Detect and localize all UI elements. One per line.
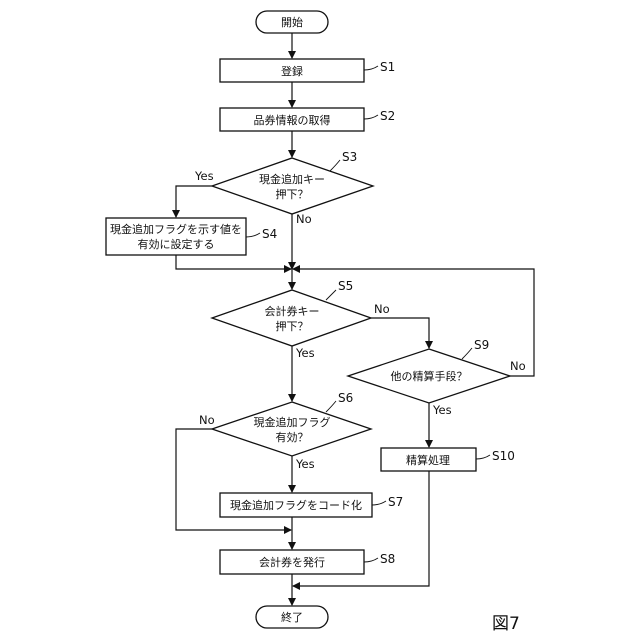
arrow-s5-no-s9 bbox=[371, 318, 429, 348]
step-s4-line1: 現金追加フラグを示す値を bbox=[110, 222, 242, 236]
decision-s9-text: 他の精算手段？ bbox=[391, 369, 468, 383]
step-s1-tag: S1 bbox=[380, 60, 395, 74]
step-s1-box: 登録 bbox=[220, 59, 364, 82]
decision-s6-line2: 有効？ bbox=[276, 430, 309, 444]
decision-s3-leader bbox=[330, 160, 340, 171]
step-s2-box: 品券情報の取得 bbox=[220, 108, 364, 131]
figure-label: 図7 bbox=[492, 614, 520, 634]
step-s8-leader bbox=[364, 558, 378, 562]
decision-s3-line2: 押下？ bbox=[276, 187, 309, 201]
end-terminal: 終了 bbox=[256, 606, 328, 628]
step-s1-leader bbox=[364, 66, 378, 70]
decision-s6-line1: 現金追加フラグ bbox=[254, 415, 331, 429]
decision-s6-tag: S6 bbox=[338, 391, 353, 405]
step-s7-text: 現金追加フラグをコード化 bbox=[230, 498, 362, 512]
step-s2-text: 品券情報の取得 bbox=[254, 113, 331, 127]
step-s2-leader bbox=[364, 115, 378, 119]
s5-no-label: No bbox=[374, 302, 390, 316]
step-s8-tag: S8 bbox=[380, 552, 395, 566]
decision-s5-tag: S5 bbox=[338, 279, 353, 293]
s5-yes-label: Yes bbox=[295, 346, 315, 360]
step-s8-text: 会計券を発行 bbox=[259, 555, 325, 569]
step-s10-box: 精算処理 bbox=[381, 448, 476, 471]
s3-yes-label: Yes bbox=[194, 169, 214, 183]
step-s4-line2: 有効に設定する bbox=[138, 237, 215, 251]
decision-s9-leader bbox=[462, 348, 472, 359]
decision-s5-line1: 会計券キー bbox=[265, 304, 320, 318]
s3-no-label: No bbox=[296, 212, 312, 226]
step-s4-leader bbox=[246, 233, 260, 237]
s9-yes-label: Yes bbox=[432, 403, 452, 417]
decision-s5-line2: 押下？ bbox=[276, 319, 309, 333]
step-s10-tag: S10 bbox=[492, 449, 515, 463]
decision-s3: 現金追加キー 押下？ bbox=[212, 158, 373, 214]
step-s1-text: 登録 bbox=[281, 64, 303, 78]
decision-s9: 他の精算手段？ bbox=[348, 349, 510, 403]
step-s4-tag: S4 bbox=[262, 227, 277, 241]
arrow-s3-yes-s4 bbox=[176, 186, 212, 217]
decision-s5-leader bbox=[326, 290, 336, 300]
step-s7-leader bbox=[372, 501, 386, 505]
step-s10-leader bbox=[476, 455, 490, 459]
step-s7-box: 現金追加フラグをコード化 bbox=[220, 493, 372, 517]
decision-s9-tag: S9 bbox=[474, 338, 489, 352]
step-s10-text: 精算処理 bbox=[406, 453, 450, 467]
s6-no-label: No bbox=[199, 413, 215, 427]
decision-s5: 会計券キー 押下？ bbox=[212, 290, 371, 346]
step-s2-tag: S2 bbox=[380, 109, 395, 123]
decision-s6: 現金追加フラグ 有効？ bbox=[212, 402, 371, 456]
decision-s3-line1: 現金追加キー bbox=[259, 172, 325, 186]
step-s8-box: 会計券を発行 bbox=[220, 550, 364, 574]
step-s7-tag: S7 bbox=[388, 495, 403, 509]
decision-s3-tag: S3 bbox=[342, 150, 357, 164]
s6-yes-label: Yes bbox=[295, 457, 315, 471]
step-s4-box: 現金追加フラグを示す値を 有効に設定する bbox=[106, 218, 246, 255]
arrow-s4-merge bbox=[176, 255, 291, 269]
s9-no-label: No bbox=[510, 359, 526, 373]
start-label: 開始 bbox=[281, 15, 303, 29]
start-terminal: 開始 bbox=[256, 11, 328, 33]
end-label: 終了 bbox=[281, 610, 303, 624]
decision-s6-leader bbox=[326, 401, 336, 412]
